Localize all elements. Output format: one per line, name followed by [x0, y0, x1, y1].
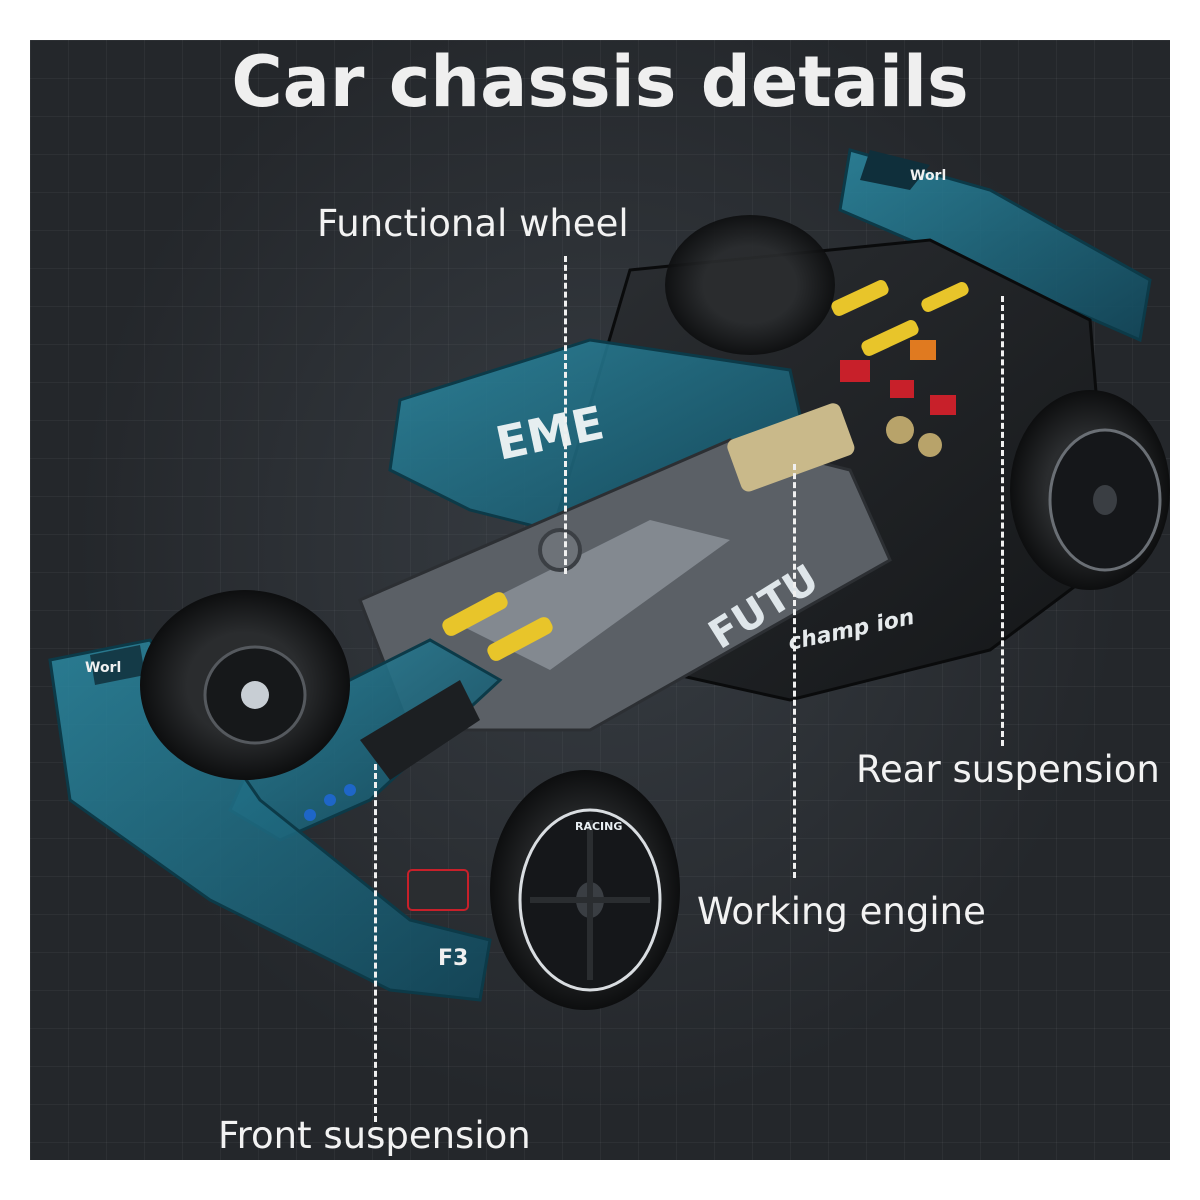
- front-left-tire: [140, 590, 350, 780]
- rear-wing-decal: Worl: [910, 168, 946, 184]
- rear-right-tire: [1010, 390, 1170, 590]
- front-suspension-parts: [442, 528, 582, 661]
- tire-decal: RACING: [575, 820, 622, 833]
- front-right-tire: RACING: [490, 770, 680, 1010]
- front-wing-badge: F3: [438, 946, 468, 971]
- race-car-illustration: Worl EME FUTU: [48, 148, 1170, 1010]
- front-suspension-label: Front suspension: [218, 1114, 531, 1157]
- rear-suspension-label: Rear suspension: [856, 748, 1160, 791]
- rear-wing: Worl: [838, 148, 1152, 343]
- rear-left-tire: [665, 215, 835, 355]
- image-frame: Worl EME FUTU: [30, 40, 1170, 1160]
- engine-parts: [831, 280, 969, 457]
- working-engine-leader: [793, 464, 796, 878]
- working-engine-label: Working engine: [697, 890, 986, 933]
- nose-badge: Worl: [85, 660, 121, 676]
- functional-wheel-leader: [564, 256, 567, 574]
- front-suspension-leader: [374, 764, 377, 1122]
- page-title: Car chassis details: [231, 41, 969, 123]
- functional-wheel-label: Functional wheel: [317, 202, 629, 245]
- rear-suspension-leader: [1001, 296, 1004, 746]
